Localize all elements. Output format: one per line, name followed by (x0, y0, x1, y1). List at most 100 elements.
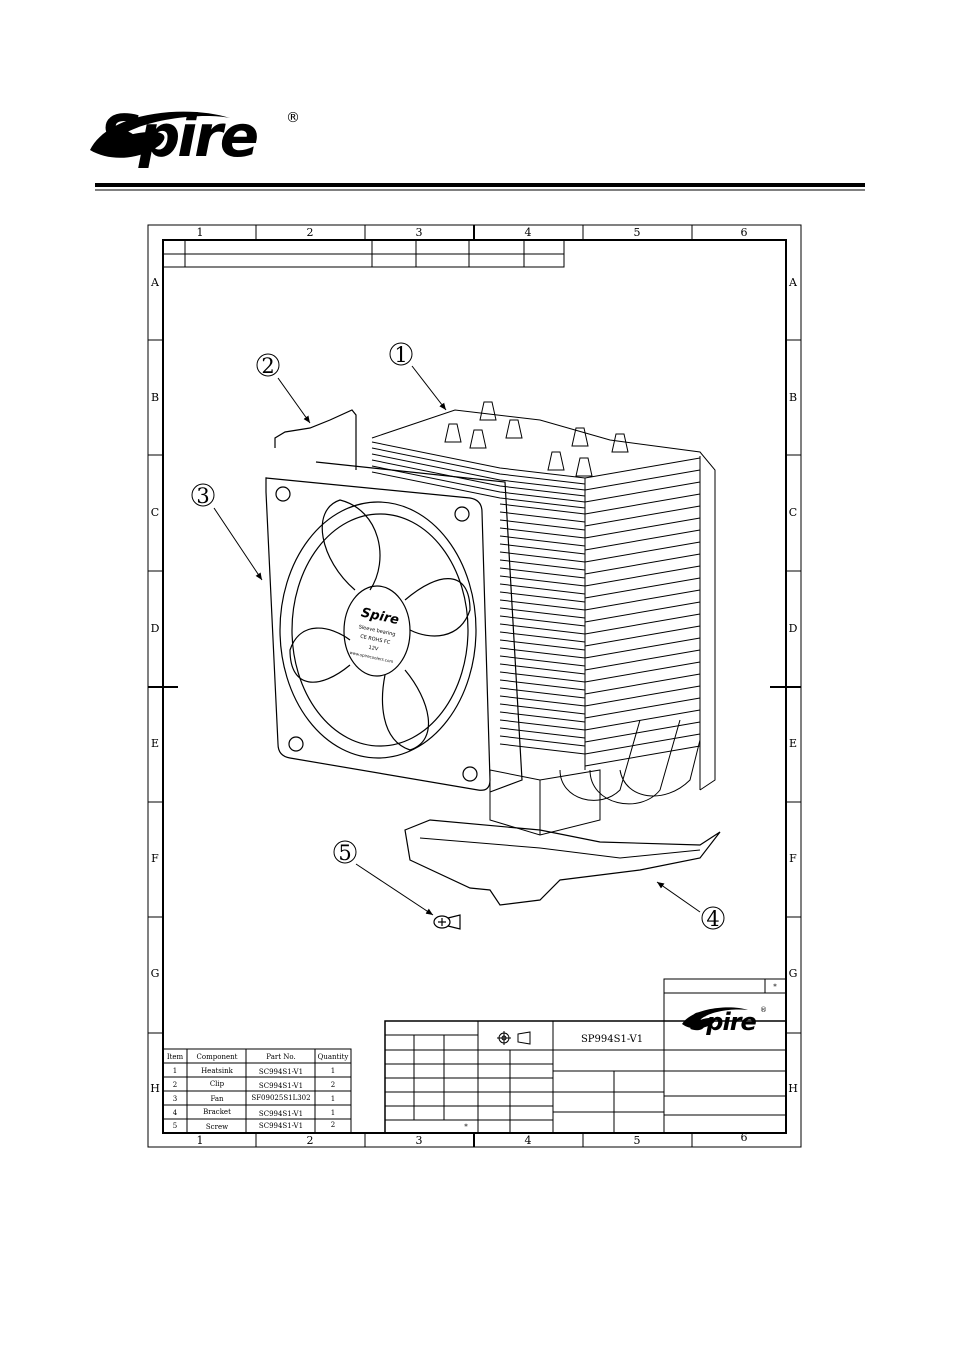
fan-hub (343, 585, 411, 677)
zone-row-e-left: E (151, 737, 159, 750)
callout-4: 4 (656, 881, 725, 931)
fan-clip (274, 409, 357, 470)
mounting-bracket (404, 819, 721, 906)
zone-row-f-right: F (789, 852, 797, 865)
heatsink-top-outline (371, 409, 716, 791)
zone-row-d-left: D (151, 622, 160, 635)
bom-row-4-component: Bracket (203, 1108, 231, 1116)
spire-logo: Spire ® (90, 102, 300, 170)
zone-row-h-right: H (788, 1082, 798, 1095)
bom-header-item: Item (167, 1053, 184, 1061)
zone-col-5-bottom: 5 (634, 1134, 641, 1147)
callout-1: 1 (389, 342, 447, 411)
fan-frame-back (315, 461, 523, 793)
zone-row-b-left: B (151, 391, 159, 404)
logo-text: Spire (100, 102, 258, 170)
heatsink-fins-left (371, 441, 586, 755)
bom-header-quantity: Quantity (318, 1053, 349, 1061)
callout-5-number: 5 (338, 841, 351, 865)
inner-frame (162, 239, 787, 1134)
bom-row-2-part-no: SC994S1-V1 (259, 1082, 303, 1090)
fan-blade-3 (381, 669, 430, 751)
bom-header-part-no: Part No. (266, 1053, 295, 1061)
projection-symbol (497, 1031, 531, 1045)
revision-block (162, 239, 565, 268)
zone-col-4-bottom: 4 (525, 1134, 532, 1147)
zone-labels: 1 2 3 4 5 6 1 2 3 4 5 6 A B C D E F G H … (150, 226, 798, 1147)
row-dividers (148, 339, 801, 1034)
bom-row-5-component: Screw (206, 1123, 228, 1131)
fan-blade-1 (321, 499, 381, 591)
zone-row-c-right: C (789, 506, 797, 519)
bom-row-1-qty: 1 (331, 1067, 335, 1075)
fan-shroud (279, 501, 477, 759)
callout-1-number: 1 (394, 343, 407, 367)
fan-label-line3: 12V (368, 645, 379, 653)
zone-row-e-right: E (789, 737, 797, 750)
callout-2-number: 2 (261, 354, 274, 378)
zone-row-a-left: A (150, 276, 160, 289)
fan-mount-hole-tl (275, 486, 291, 502)
screw-illustration (433, 914, 461, 930)
bom-row-5-qty: 2 (331, 1121, 335, 1129)
zone-col-1-bottom: 1 (197, 1134, 204, 1147)
bom-table: Item Component Part No. Quantity 1 Heats… (162, 1048, 352, 1134)
title-block-mark-top: * (773, 983, 777, 991)
zone-col-6-bottom: 6 (741, 1131, 748, 1144)
bom-row-3-qty: 1 (331, 1095, 335, 1103)
fan-illustration (265, 461, 523, 793)
fan-frame-front (265, 477, 491, 791)
callout-2: 2 (256, 353, 311, 424)
callout-3: 3 (191, 483, 263, 581)
callout-5: 5 (333, 840, 434, 916)
fan-mount-hole-br (462, 766, 478, 782)
fan-shroud-inner (291, 513, 469, 747)
fan-blade-2 (404, 578, 471, 637)
title-block-logo-text: Spire (690, 1008, 757, 1036)
logo-swoosh (90, 111, 230, 158)
zone-col-1-top: 1 (197, 226, 204, 239)
drawing-model-number: SP994S1-V1 (581, 1034, 643, 1045)
bracket-inner-rail (419, 837, 701, 859)
bom-row-2-component: Clip (210, 1080, 225, 1088)
zone-row-c-left: C (151, 506, 159, 519)
bom-row-4-item: 4 (173, 1109, 178, 1117)
heatsink-fins-right (584, 456, 701, 790)
fan-hub-label: Spire Sleeve bearing CE ROHS FC 12V www.… (349, 605, 400, 664)
fan-label-url: www.spirecoolers.com (349, 650, 394, 664)
title-block-spire-logo: Spire ® (682, 1006, 767, 1036)
heatsink-base (489, 769, 601, 836)
logo-registered-mark: ® (286, 110, 300, 126)
zone-col-2-bottom: 2 (307, 1134, 314, 1147)
bom-row-3-item: 3 (173, 1095, 177, 1103)
zone-row-g-right: G (789, 967, 798, 980)
zone-col-3-bottom: 3 (416, 1134, 423, 1147)
title-block (384, 978, 787, 1134)
zone-col-5-top: 5 (634, 226, 641, 239)
callout-3-number: 3 (196, 484, 209, 508)
bom-row-1-component: Heatsink (201, 1067, 234, 1075)
column-dividers (255, 225, 693, 1147)
title-block-logo-registered-mark: ® (760, 1006, 767, 1014)
heatpipe-caps (444, 401, 629, 477)
bom-row-5-item: 5 (173, 1122, 177, 1130)
bom-row-2-qty: 2 (331, 1081, 335, 1089)
bom-row-1-item: 1 (173, 1067, 177, 1075)
zone-row-h-left: H (150, 1082, 160, 1095)
zone-row-b-right: B (789, 391, 797, 404)
zone-row-d-right: D (789, 622, 798, 635)
header-rule (95, 183, 865, 187)
zone-col-4-top: 4 (525, 226, 532, 239)
bom-header-component: Component (197, 1053, 238, 1061)
callout-4-number: 4 (706, 907, 719, 931)
fan-mount-hole-tr (454, 506, 470, 522)
bom-row-4-part-no: SC994S1-V1 (259, 1110, 303, 1118)
fan-mount-hole-bl (288, 736, 304, 752)
zone-row-f-left: F (151, 852, 159, 865)
zone-row-a-right: A (788, 276, 798, 289)
heatsink-illustration (371, 401, 716, 836)
zone-col-6-top: 6 (741, 226, 748, 239)
zone-col-3-top: 3 (416, 226, 423, 239)
zone-col-2-top: 2 (307, 226, 314, 239)
